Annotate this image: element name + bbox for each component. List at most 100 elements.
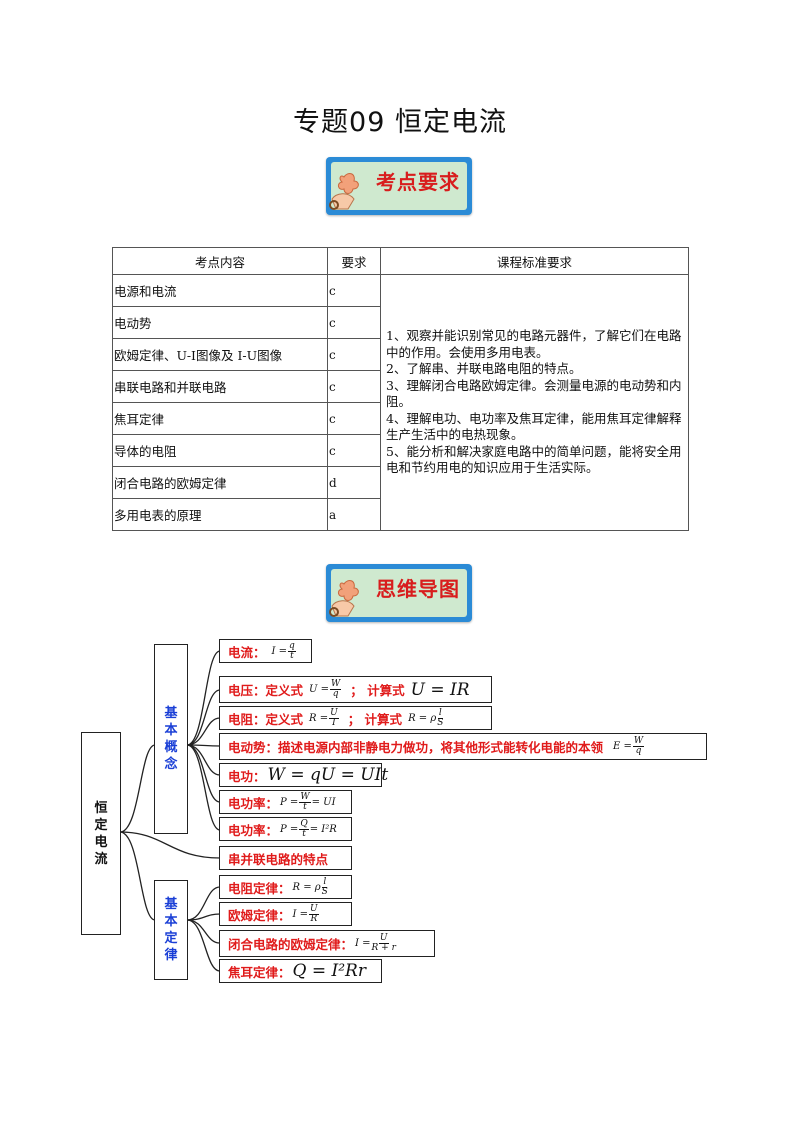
curriculum-standard: 1、观察并能识别常见的电路元器件，了解它们在电路中的作用。会使用多用电表。2、了… [380,274,689,531]
branch-basic-laws: 基本定律 [154,880,188,980]
fraction-denominator: q [635,746,642,756]
formula: Q = I²Rr [292,961,366,981]
fraction-numerator: Q [299,818,309,830]
standard-item: 2、了解串、并联电路电阻的特点。 [386,361,582,377]
fraction-denominator: q [332,689,339,699]
node-joule-law: 焦耳定律： Q = I²Rr [219,959,382,983]
formula-lhs: U = [309,684,330,695]
node-label: 电功率： [228,795,279,811]
section-banner-requirements: 考点要求 [326,157,472,215]
formula-lhs: R = ρ [292,881,321,893]
formula-lhs: E = [613,741,632,752]
row-content: 电动势 [112,306,328,339]
table-header-row: 考点内容 要求 课程标准要求 [112,247,689,275]
fraction-numerator: U [329,707,339,719]
mindmap-root: 恒定电流 [81,732,121,935]
fraction-numerator: W [330,679,342,690]
node-label: 电功率： [228,822,279,838]
fraction-denominator: t [303,801,307,812]
row-level: c [327,402,381,435]
formula-lhs: R = ρ [408,712,437,724]
flower-pot-icon [329,173,359,210]
row-level: a [327,498,381,531]
branch-label: 基本定律 [164,897,178,963]
formula: U = IR [410,679,470,700]
fraction-numerator: l [322,876,328,888]
fraction-denominator: R + r [371,943,396,953]
row-level: c [327,274,381,307]
node-label: 电功： [228,768,266,784]
banner-label: 考点要求 [376,170,460,194]
node-separator: ； 计算式 [350,683,405,698]
formula-lhs: I = [355,938,371,949]
row-content: 电源和电流 [112,274,328,307]
row-level: c [327,434,381,467]
node-label: 串并联电路的特点 [228,851,329,867]
root-label: 恒定电流 [94,800,108,867]
node-label: 电流： [228,644,266,660]
fraction-denominator: S [437,717,444,728]
formula-rhs: = UI [311,796,336,808]
fraction-numerator: U [309,903,319,915]
standard-item: 1、观察并能识别常见的电路元器件，了解它们在电路中的作用。会使用多用电表。 [386,328,682,360]
header-standard: 课程标准要求 [380,247,689,275]
flower-pot-icon [329,580,359,617]
formula-lhs: I = [271,645,288,657]
standard-item: 3、理解闭合电路欧姆定律。会测量电源的电动势和内阻。 [386,377,682,410]
node-separator: ； 计算式 [347,711,403,727]
standard-item: 5、能分析和解决家庭电路中的简单问题，能将安全用电和节约用电的知识应用于生活实际… [386,443,682,476]
formula-lhs: I = [292,908,309,920]
row-content: 导体的电阻 [112,434,328,467]
row-content: 闭合电路的欧姆定律 [112,466,328,499]
branch-label: 基本概念 [164,706,178,772]
fraction-numerator: U [378,933,389,944]
fraction-numerator: W [299,791,311,803]
row-content: 多用电表的原理 [112,498,328,531]
fraction-denominator: t [290,650,294,661]
table-row: 电源和电流 c 1、观察并能识别常见的电路元器件，了解它们在电路中的作用。会使用… [112,274,689,531]
banner-label: 思维导图 [376,577,460,601]
node-label: 闭合电路的欧姆定律： [228,937,354,952]
node-label: 焦耳定律： [228,964,291,980]
section-banner-mindmap: 思维导图 [326,564,472,622]
branch-basic-concepts: 基本概念 [154,644,188,834]
fraction-numerator: q [288,640,296,652]
node-electric-work: 电功： W = qU = UIt [219,763,388,787]
node-label: 电动势：描述电源内部非静电力做功，将其他形式能转化电能的本领 [228,740,604,755]
node-label: 电压：定义式 [228,683,304,698]
node-label: 电阻定律： [228,880,291,896]
header-level: 要求 [327,247,381,275]
fraction-denominator: R [310,913,318,924]
row-content: 欧姆定律、U-I图像及 I-U图像 [112,338,328,371]
standard-item: 4、理解电功、电功率及焦耳定律，能用焦耳定律解释生产生活中的电热现象。 [386,410,682,443]
node-series-parallel: 串并联电路的特点 [219,846,352,870]
formula-rhs: = I²R [309,823,337,835]
formula-lhs: R = [309,712,329,724]
page-title: 专题09 恒定电流 [293,107,507,138]
requirements-table: 考点内容 要求 课程标准要求 电源和电流 c 1、观察并能识别常见的电路元器件，… [112,247,689,531]
curriculum-standard-text: 1、观察并能识别常见的电路元器件，了解它们在电路中的作用。会使用多用电表。2、了… [386,328,684,477]
fraction-denominator: t [302,828,306,839]
